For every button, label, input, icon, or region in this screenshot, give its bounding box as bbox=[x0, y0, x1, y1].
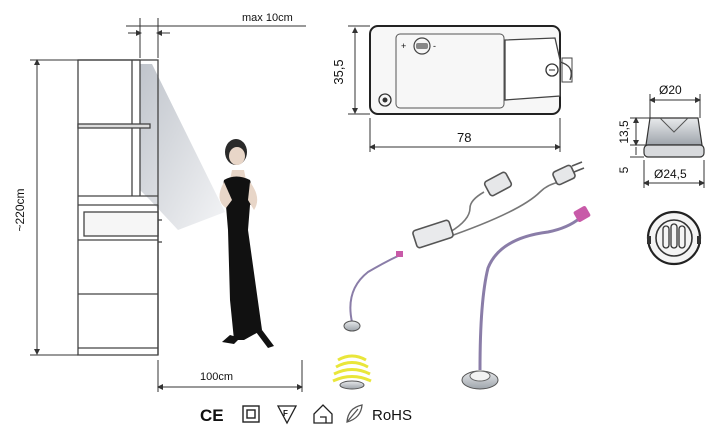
minus-symbol: - bbox=[433, 41, 436, 51]
driver-unit-drawing: + - bbox=[369, 25, 573, 115]
sensor-head-side-view bbox=[643, 117, 705, 158]
driver-kit bbox=[412, 161, 585, 249]
unit-height-label: 35,5 bbox=[331, 59, 346, 84]
cabinet-scene: ~220cm max 10cm 100cm bbox=[13, 12, 306, 392]
unit-height-dimension bbox=[348, 25, 370, 115]
ce-mark-icon: CE bbox=[200, 406, 224, 425]
distance-dimension bbox=[157, 360, 303, 392]
rohs-label: RoHS bbox=[372, 407, 412, 424]
sensor-flange-label: 5 bbox=[617, 166, 631, 173]
f-furniture-mark-icon: F bbox=[276, 405, 298, 425]
certification-row: CE F RoHS bbox=[200, 404, 412, 425]
short-sensor-cable bbox=[343, 251, 403, 332]
indoor-use-icon bbox=[313, 404, 333, 424]
unit-width-label: 78 bbox=[457, 130, 471, 145]
plus-symbol: + bbox=[401, 41, 406, 51]
svg-text:F: F bbox=[283, 409, 288, 418]
double-insulation-icon bbox=[242, 405, 260, 423]
sensor-height-label: 13,5 bbox=[617, 120, 631, 144]
max-gap-dimension bbox=[126, 18, 306, 58]
height-label: ~220cm bbox=[13, 188, 27, 231]
sensor-head-front-view bbox=[646, 210, 702, 266]
height-dimension bbox=[30, 59, 78, 356]
max-gap-label: max 10cm bbox=[242, 12, 293, 24]
long-sensor-cable bbox=[461, 206, 591, 390]
sensor-top-diameter-label: Ø20 bbox=[659, 83, 682, 97]
sensor-dimensions bbox=[630, 94, 705, 188]
cabinet bbox=[77, 59, 162, 356]
person-silhouette bbox=[219, 139, 274, 348]
sensor-signal-icon bbox=[332, 354, 372, 390]
distance-label: 100cm bbox=[200, 371, 233, 383]
unit-width-dimension bbox=[369, 118, 561, 152]
sensor-bottom-diameter-label: Ø24,5 bbox=[654, 167, 687, 181]
eco-leaf-icon bbox=[346, 404, 363, 423]
sensor-beam bbox=[140, 64, 225, 230]
